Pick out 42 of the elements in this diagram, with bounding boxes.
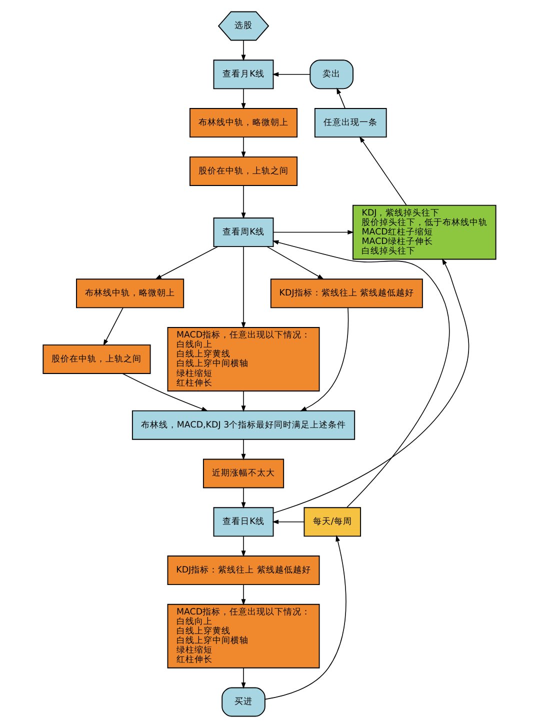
arrow xyxy=(241,584,246,606)
arrow xyxy=(241,88,246,110)
arrow xyxy=(272,72,310,77)
arrow xyxy=(122,373,208,412)
arrow xyxy=(273,258,470,514)
node-box: MACD指标，任意出现以下情况： 白线向上 白线上穿黄线 白线上穿中间横轴 绿柱缩短 红柱伸长 xyxy=(167,604,320,668)
node-box: 卖出 xyxy=(310,60,354,90)
arrow xyxy=(241,40,246,62)
node-box: 查看日K线 xyxy=(213,507,274,537)
arrow xyxy=(359,136,407,206)
node-box: 布林线，MACD,KDJ 3个指标最好同时满足上述条件 xyxy=(132,410,356,440)
node-box: 近期涨幅不太大 xyxy=(202,458,284,488)
node-box: MACD指标，任意出现以下情况： 白线向上 白线上穿黄线 白线上穿中间横轴 绿柱缩短 红柱伸长 xyxy=(167,327,320,392)
node-box: 股价在中轨，上轨之间 xyxy=(189,156,298,186)
arrow xyxy=(272,240,450,508)
node-box: KDJ，紫线掉头往下 股价掉头往下，低于布林线中轨 MACD红柱子缩短 MACD绿柱子伸长 白线掉头往下 xyxy=(352,204,496,260)
arrow xyxy=(264,535,346,700)
arrow xyxy=(273,230,354,235)
node-box: 查看月K线 xyxy=(213,60,274,90)
node-box: 查看周K线 xyxy=(213,218,274,248)
arrow xyxy=(241,668,246,689)
arrow xyxy=(241,439,246,460)
node-box: 布林线中轨，略微朝上 xyxy=(76,278,184,308)
arrow xyxy=(300,307,349,412)
arrow xyxy=(241,246,246,329)
node-box: 买进 xyxy=(222,687,266,717)
node-box: 布林线中轨，略微朝上 xyxy=(189,108,298,138)
node-box: 股价在中轨，上轨之间 xyxy=(42,344,151,374)
arrow xyxy=(241,536,246,558)
arrow xyxy=(241,487,246,509)
node-box: 任意出现一条 xyxy=(314,108,387,138)
arrow xyxy=(241,185,246,220)
arrow xyxy=(336,88,346,109)
arrow xyxy=(155,246,218,280)
arrow xyxy=(266,246,324,280)
node-box: KDJ指标：紫线往上 紫线越低越好 xyxy=(167,556,320,586)
arrow xyxy=(241,136,246,158)
arrow xyxy=(241,390,246,412)
arrow xyxy=(272,520,304,524)
node-box: KDJ指标：紫线往上 紫线越低越好 xyxy=(270,278,423,308)
arrow xyxy=(103,307,124,346)
node-box: 每天/每周 xyxy=(304,507,362,537)
